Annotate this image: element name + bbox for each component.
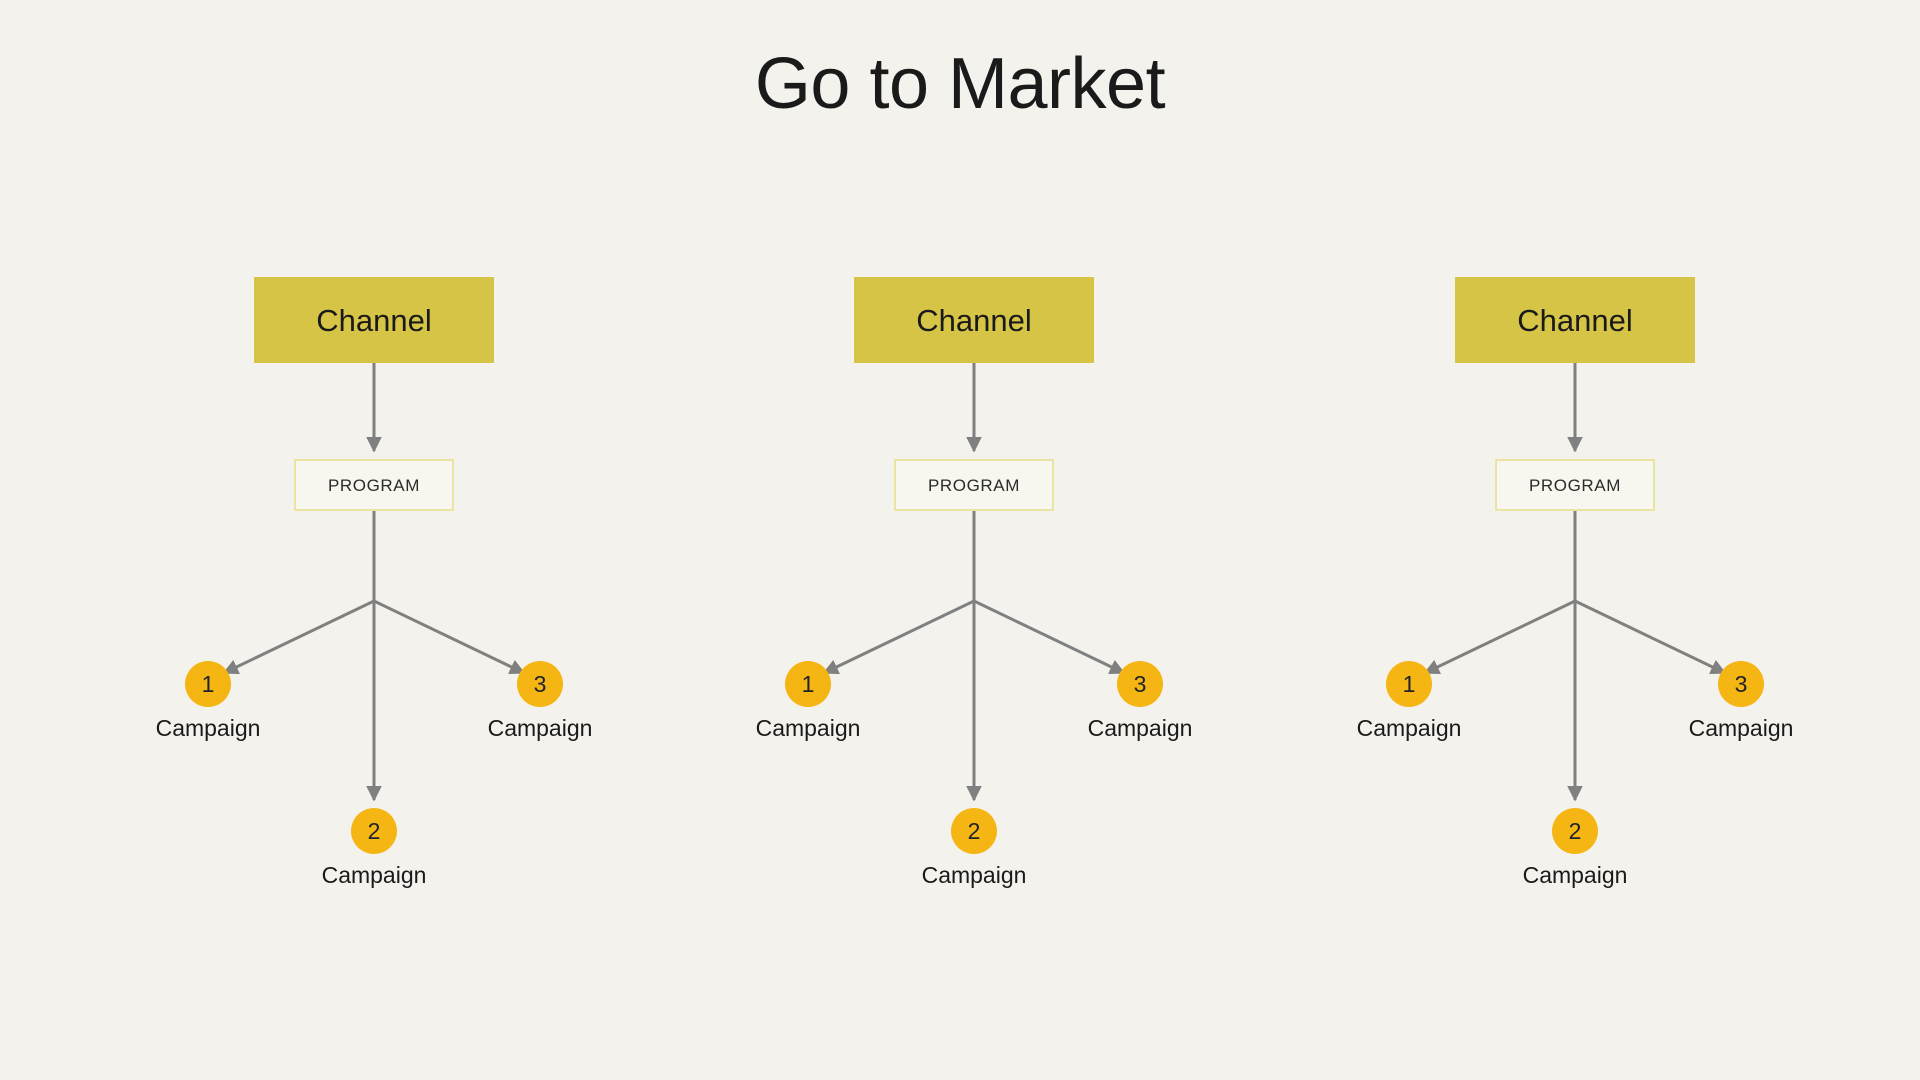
- campaign-node[interactable]: 3 Campaign: [450, 661, 630, 740]
- channel-label: Channel: [1517, 302, 1633, 338]
- campaign-number: 3: [1133, 670, 1147, 697]
- campaign-number: 1: [201, 670, 215, 697]
- program-label: PROGRAM: [927, 475, 1021, 495]
- campaign-number: 3: [1734, 670, 1748, 697]
- campaign-circle: 2: [1552, 808, 1598, 854]
- campaign-node[interactable]: 1 Campaign: [118, 661, 298, 740]
- campaign-circle: 3: [1718, 661, 1764, 707]
- campaign-circle: 2: [951, 808, 997, 854]
- channel-cluster: Channel PROGRAM 1 Campaign 3 Campaign 2 …: [1275, 0, 1875, 1080]
- connector-edges: [222, 363, 526, 802]
- channel-label: Channel: [316, 302, 432, 338]
- campaign-node[interactable]: 2 Campaign: [884, 808, 1064, 887]
- campaign-node[interactable]: 1 Campaign: [1319, 661, 1499, 740]
- channel-box[interactable]: Channel: [854, 277, 1094, 363]
- campaign-node[interactable]: 2 Campaign: [284, 808, 464, 887]
- campaign-circle: 1: [785, 661, 831, 707]
- program-box[interactable]: PROGRAM: [1495, 459, 1655, 511]
- campaign-number: 1: [1402, 670, 1416, 697]
- campaign-number: 2: [367, 817, 381, 844]
- campaign-circle: 1: [185, 661, 231, 707]
- campaign-label: Campaign: [1087, 715, 1193, 741]
- channel-label: Channel: [916, 302, 1032, 338]
- program-box[interactable]: PROGRAM: [294, 459, 454, 511]
- program-label: PROGRAM: [1528, 475, 1622, 495]
- campaign-label: Campaign: [755, 715, 861, 741]
- campaign-label: Campaign: [1688, 715, 1794, 741]
- campaign-circle: 2: [351, 808, 397, 854]
- campaign-label: Campaign: [321, 862, 427, 888]
- campaign-number: 1: [801, 670, 815, 697]
- program-box[interactable]: PROGRAM: [894, 459, 1054, 511]
- campaign-node[interactable]: 3 Campaign: [1651, 661, 1831, 740]
- campaign-number: 2: [1568, 817, 1582, 844]
- campaign-number: 2: [967, 817, 981, 844]
- campaign-node[interactable]: 3 Campaign: [1050, 661, 1230, 740]
- campaign-label: Campaign: [1522, 862, 1628, 888]
- campaign-number: 3: [533, 670, 547, 697]
- campaign-label: Campaign: [155, 715, 261, 741]
- campaign-node[interactable]: 1 Campaign: [718, 661, 898, 740]
- campaign-node[interactable]: 2 Campaign: [1485, 808, 1665, 887]
- connector-edges: [822, 363, 1126, 802]
- campaign-circle: 3: [517, 661, 563, 707]
- connector-edges: [1423, 363, 1727, 802]
- campaign-circle: 1: [1386, 661, 1432, 707]
- page-title: Go to Market: [754, 44, 1166, 124]
- campaign-circle: 3: [1117, 661, 1163, 707]
- channel-cluster: Channel PROGRAM 1 Campaign 3 Campaign 2 …: [674, 0, 1274, 1080]
- program-label: PROGRAM: [327, 475, 421, 495]
- channel-box[interactable]: Channel: [254, 277, 494, 363]
- campaign-label: Campaign: [487, 715, 593, 741]
- channel-box[interactable]: Channel: [1455, 277, 1695, 363]
- channel-cluster: Channel PROGRAM 1 Campaign 3 Campaign 2 …: [74, 0, 674, 1080]
- campaign-label: Campaign: [1356, 715, 1462, 741]
- campaign-label: Campaign: [921, 862, 1027, 888]
